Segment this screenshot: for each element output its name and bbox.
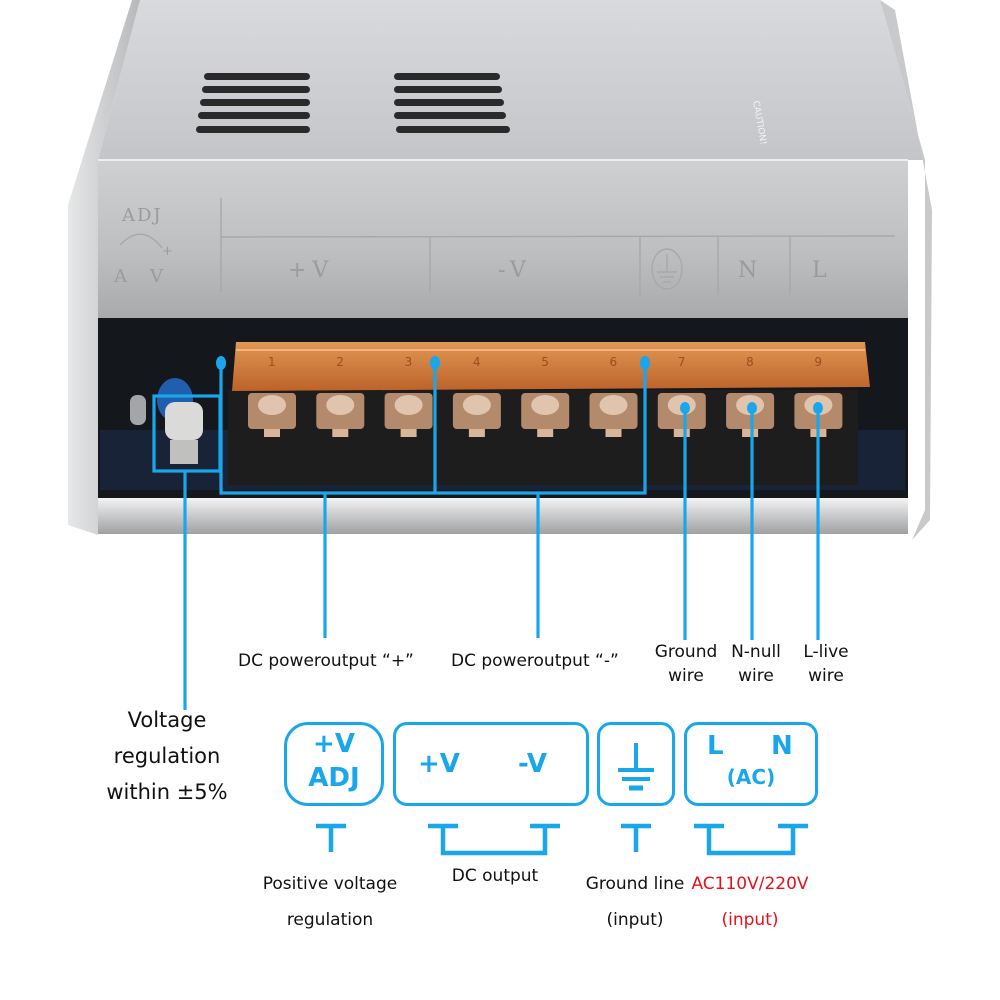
legend-dc-plus-v: +V	[418, 749, 460, 779]
terminal-number: 6	[610, 355, 618, 369]
label-voltage-regulation: Voltage regulation within ±5%	[92, 702, 242, 810]
vent-slots-right	[394, 73, 510, 133]
caption-ac-line1: AC110V/220V	[691, 874, 809, 894]
caption-adj-line2: regulation	[286, 910, 374, 930]
callout-lines	[152, 367, 820, 710]
caption-adj: Positive voltage regulation	[250, 866, 410, 938]
engraved-dividers	[119, 198, 896, 295]
label-ground-line2: wire	[668, 666, 704, 686]
label-dc-plus: DC poweroutput “+”	[238, 651, 414, 671]
legend-ground-box	[597, 722, 675, 806]
terminal-screw	[452, 393, 501, 437]
legend-dc-box: +V -V	[393, 722, 589, 806]
label-voltage-line3: within ±5%	[106, 780, 228, 804]
engraved-minus-v: -V	[498, 258, 532, 283]
engraved-plus-v: +V	[288, 258, 335, 283]
label-n-null-line2: wire	[738, 666, 774, 686]
legend-ac-text: (AC)	[726, 765, 776, 789]
legend-dc-minus-v: -V	[518, 749, 548, 779]
caption-ac: AC110V/220V (input)	[690, 866, 810, 938]
label-l-live-wire: L-live wire	[796, 640, 856, 688]
vent-slots-left	[196, 73, 310, 133]
legend-ac-n: N	[771, 731, 793, 761]
chassis-left-side	[68, 0, 140, 535]
caption-ground: Ground line (input)	[580, 866, 690, 938]
legend-adj-text: ADJ	[308, 763, 360, 793]
terminal-screw	[384, 393, 433, 437]
chassis-bottom-lip	[98, 498, 908, 534]
terminal-number: 3	[405, 355, 413, 369]
terminal-numbers: 1 2 3 4 5 6 7 8 9	[268, 355, 822, 369]
terminal-number: 7	[678, 355, 686, 369]
label-ground-wire: Ground wire	[650, 640, 722, 688]
terminal-screw	[589, 393, 638, 437]
label-n-null-wire: N-null wire	[726, 640, 786, 688]
legend-adj-box: +V ADJ	[284, 722, 384, 806]
terminal-cover	[232, 342, 870, 391]
led-component	[130, 395, 146, 425]
terminal-number: 5	[541, 355, 549, 369]
ground-symbol-icon	[618, 743, 654, 791]
label-ground-line1: Ground	[654, 642, 718, 662]
terminal-number: 2	[336, 355, 344, 369]
engraved-n: N	[738, 258, 758, 283]
label-voltage-line2: regulation	[113, 744, 221, 768]
label-voltage-line1: Voltage	[127, 708, 207, 732]
terminal-screw	[248, 393, 296, 437]
chassis-top	[98, 0, 925, 160]
caption-ground-line2: (input)	[606, 910, 664, 930]
legend-ac-box: L N (AC)	[684, 722, 818, 806]
engraved-plus-label: +	[162, 244, 173, 259]
adjust-potentiometer	[165, 402, 203, 440]
engraved-adj-label: ADJ	[122, 205, 163, 226]
caption-ground-line1: Ground line	[585, 874, 685, 894]
caption-adj-line1: Positive voltage	[262, 874, 398, 894]
terminal-number: 9	[814, 355, 822, 369]
engraved-l: L	[812, 258, 827, 283]
caption-dc-output: DC output	[451, 866, 539, 886]
legend-connectors	[316, 823, 808, 856]
chassis-right-side	[880, 0, 932, 540]
legend-ac-l: L	[707, 731, 724, 761]
engraved-a-label: A	[114, 266, 127, 287]
terminal-number: 8	[746, 355, 754, 369]
terminal-number: 1	[268, 355, 276, 369]
terminal-number: 4	[473, 355, 481, 369]
legend-adj-plus-v: +V	[313, 729, 355, 759]
terminal-screw	[316, 393, 365, 437]
caption-ac-line2: (input)	[721, 910, 779, 930]
chassis-front-panel	[98, 160, 908, 318]
callout-dots	[216, 356, 823, 414]
engraved-v-label: V	[150, 266, 163, 287]
label-l-live-line1: L-live	[803, 642, 849, 662]
terminal-screw	[521, 393, 570, 437]
label-n-null-line1: N-null	[731, 642, 781, 662]
label-dc-minus: DC poweroutput “-”	[451, 651, 619, 671]
label-l-live-line2: wire	[808, 666, 844, 686]
